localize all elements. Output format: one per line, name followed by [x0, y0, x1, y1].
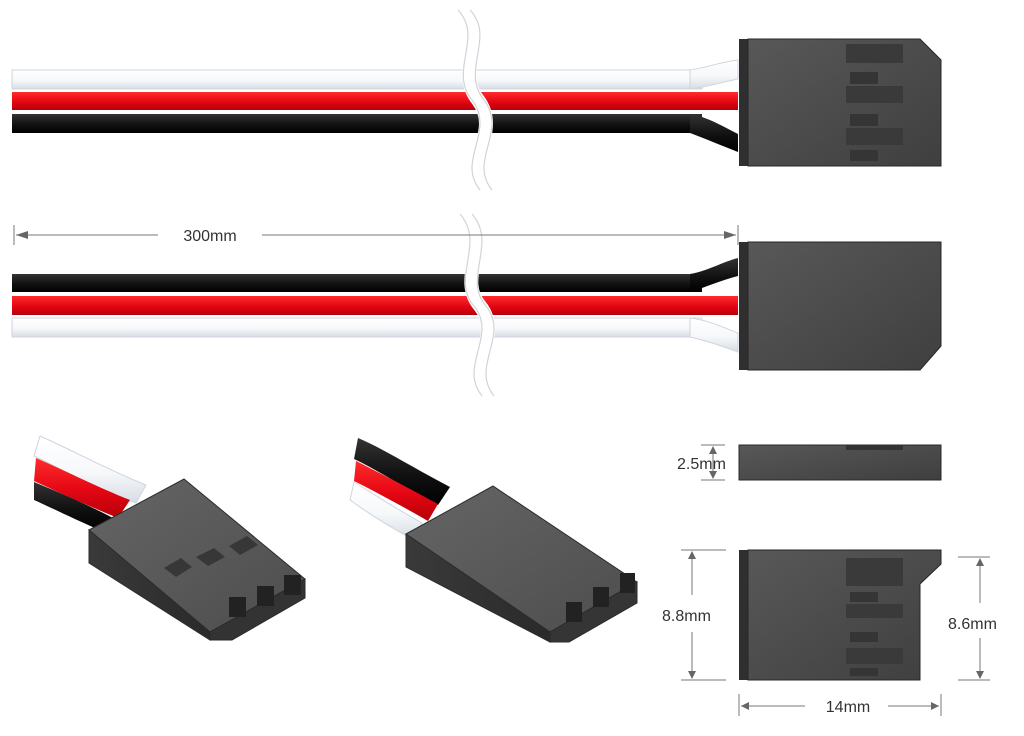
cable-length-label: 300mm — [183, 228, 236, 245]
right-height-dimension: 8.6mm — [948, 556, 997, 681]
front-housing — [739, 549, 942, 681]
left-3d-housing — [88, 478, 306, 641]
left-height-dimension: 8.8mm — [662, 549, 726, 681]
middle-wire-white — [11, 317, 739, 353]
middle-wire-black — [12, 258, 738, 292]
top-wire-assembly — [11, 3, 942, 197]
middle-wire-red — [12, 296, 738, 315]
middle-wire-assembly: 300mm — [11, 207, 942, 403]
center-3d-connector — [349, 438, 638, 643]
left-3d-wires — [33, 435, 147, 531]
thickness-label: 2.5mm — [677, 456, 726, 473]
left-height-label: 8.8mm — [662, 608, 711, 625]
right-height-label: 8.6mm — [948, 616, 997, 633]
top-wire-white — [11, 59, 739, 90]
cable-length-dimension: 300mm — [13, 225, 739, 245]
center-3d-housing — [405, 485, 638, 643]
thickness-view: 2.5mm — [677, 444, 942, 481]
front-dimension-view: 8.8mm 8.6mm 14mm — [662, 549, 997, 716]
top-wire-red — [12, 92, 738, 110]
length-label: 14mm — [826, 699, 870, 716]
thickness-housing — [738, 444, 942, 481]
thickness-dimension: 2.5mm — [677, 444, 726, 481]
middle-break-mark-icon — [459, 207, 495, 403]
left-3d-connector — [33, 435, 306, 641]
length-dimension: 14mm — [738, 694, 942, 716]
top-break-mark-icon — [457, 3, 493, 197]
center-3d-wires — [349, 438, 450, 540]
middle-connector-housing — [739, 241, 942, 371]
top-connector-housing — [739, 38, 942, 167]
top-wire-black — [12, 114, 738, 152]
